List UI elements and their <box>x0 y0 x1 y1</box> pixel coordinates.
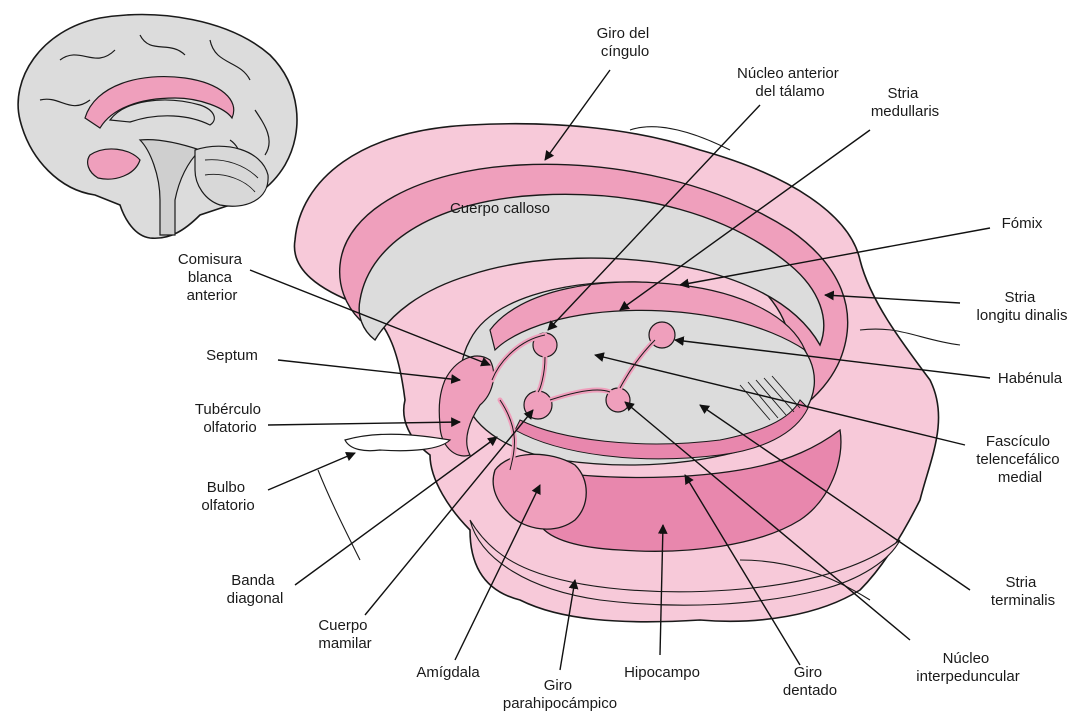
label-giro-dentado: Giro dentado <box>783 664 837 699</box>
label-banda-diagonal: Banda diagonal <box>227 572 284 607</box>
label-amigdala: Amígdala <box>416 664 480 681</box>
label-stria-longitudinalis: Stria longitu dinalis <box>977 289 1068 324</box>
brain-thumbnail <box>18 15 297 239</box>
label-giro-parahipocampico: Giro parahipocámpico <box>503 677 617 712</box>
label-stria-terminalis: Stria terminalis <box>991 574 1055 609</box>
label-giro-cingulo: Giro del cíngulo <box>597 25 654 60</box>
label-nucleo-anterior: Núcleo anterior del tálamo <box>737 65 843 100</box>
label-bulbo-olfatorio: Bulbo olfatorio <box>201 479 254 514</box>
label-septum: Septum <box>206 347 258 364</box>
label-comisura: Comisura blanca anterior <box>178 251 246 304</box>
label-fasciculo: Fascículo telencefálico medial <box>976 433 1064 486</box>
label-habenula: Habénula <box>998 370 1063 387</box>
label-nucleo-interpeduncular: Núcleo interpeduncular <box>916 650 1019 685</box>
label-stria-medullaris: Stria medullaris <box>871 85 939 120</box>
label-cuerpo-mamilar: Cuerpo mamilar <box>318 617 371 652</box>
label-tuberculo-olfatorio: Tubérculo olfatorio <box>195 401 265 436</box>
label-cuerpo-calloso: Cuerpo calloso <box>450 200 550 217</box>
thumbnail-cortex <box>18 15 297 239</box>
label-fornix: Fómix <box>1002 215 1043 232</box>
label-hipocampo: Hipocampo <box>624 664 700 681</box>
